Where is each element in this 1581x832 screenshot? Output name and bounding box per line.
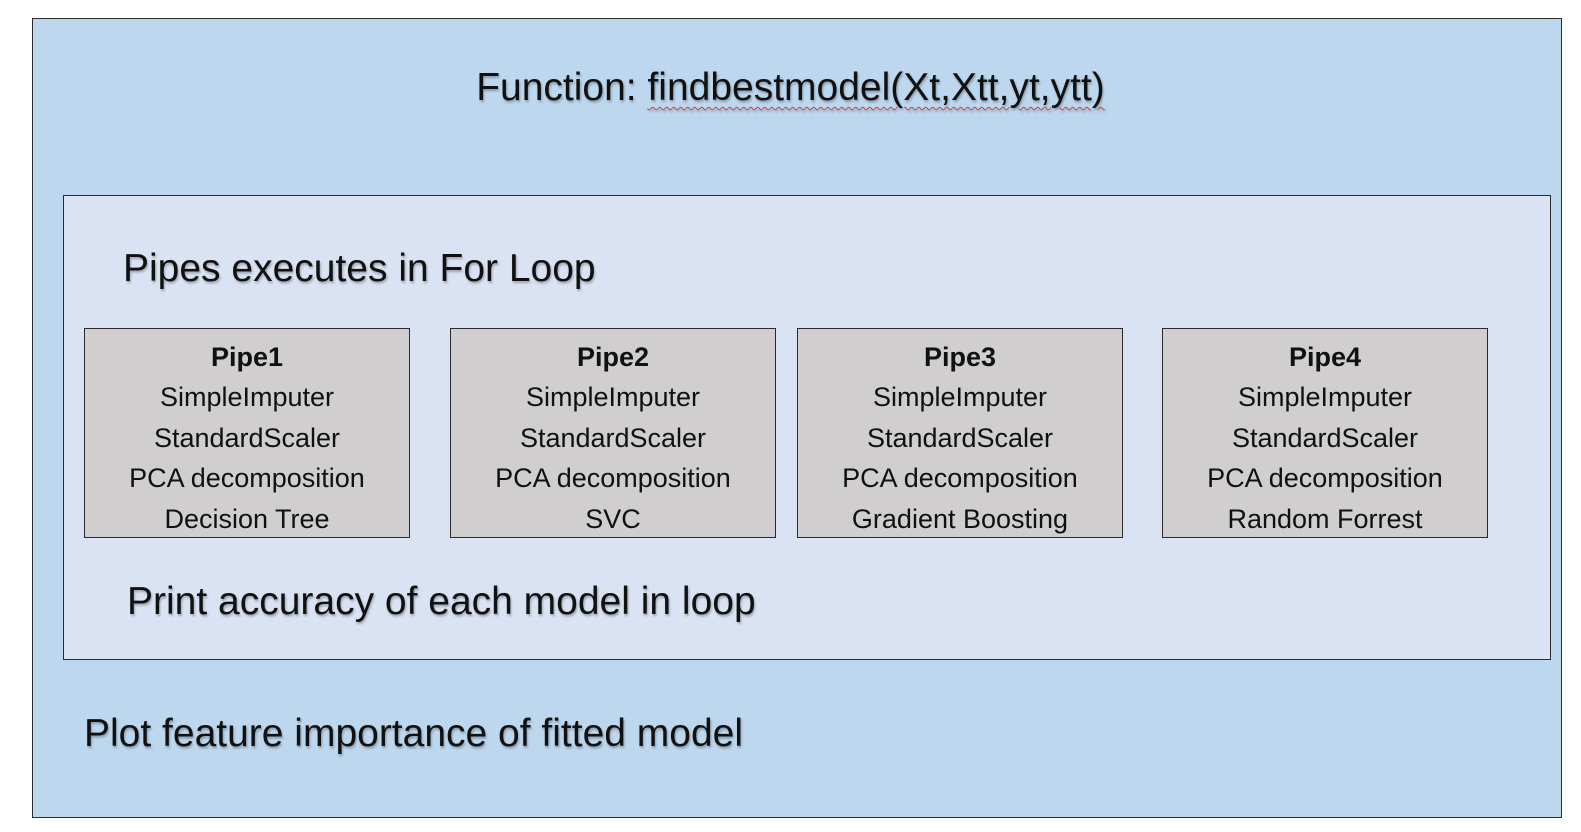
pipe-step: SimpleImputer bbox=[525, 382, 701, 412]
loop-title: Pipes executes in For Loop bbox=[123, 247, 596, 290]
pipe-box-3: Pipe3 SimpleImputer StandardScaler PCA d… bbox=[797, 328, 1123, 538]
pipe-name: Pipe1 bbox=[210, 342, 284, 372]
function-prefix: Function: bbox=[476, 66, 648, 109]
pipe-step: PCA decomposition bbox=[842, 463, 1078, 493]
pipe-box-2: Pipe2 SimpleImputer StandardScaler PCA d… bbox=[450, 328, 776, 538]
pipe-step: SimpleImputer bbox=[872, 382, 1048, 412]
pipe-step: StandardScaler bbox=[153, 422, 341, 453]
pipe-step: StandardScaler bbox=[519, 422, 707, 453]
pipe-box-1: Pipe1 SimpleImputer StandardScaler PCA d… bbox=[84, 328, 410, 538]
pipe-step: SimpleImputer bbox=[1237, 382, 1413, 412]
function-signature: findbestmodel(Xt,Xtt,yt,ytt) bbox=[647, 66, 1105, 109]
pipe-step: Decision Tree bbox=[164, 503, 330, 534]
pipe-step: PCA decomposition bbox=[495, 463, 731, 493]
accuracy-text: Print accuracy of each model in loop bbox=[127, 580, 756, 623]
pipe-step: SimpleImputer bbox=[159, 382, 335, 412]
pipe-name: Pipe3 bbox=[923, 342, 997, 372]
plot-text: Plot feature importance of fitted model bbox=[84, 712, 744, 755]
pipe-step: SVC bbox=[585, 503, 641, 534]
function-title: Function: findbestmodel(Xt,Xtt,yt,ytt) bbox=[0, 66, 1581, 110]
pipe-step: PCA decomposition bbox=[1207, 463, 1443, 493]
pipe-name: Pipe4 bbox=[1288, 342, 1362, 372]
pipe-step: PCA decomposition bbox=[129, 463, 365, 493]
pipe-step: StandardScaler bbox=[1231, 422, 1419, 453]
pipe-step: Random Forrest bbox=[1227, 503, 1423, 534]
pipe-step: StandardScaler bbox=[866, 422, 1054, 453]
pipe-step: Gradient Boosting bbox=[851, 503, 1069, 534]
pipe-name: Pipe2 bbox=[576, 342, 650, 372]
pipe-box-4: Pipe4 SimpleImputer StandardScaler PCA d… bbox=[1162, 328, 1488, 538]
